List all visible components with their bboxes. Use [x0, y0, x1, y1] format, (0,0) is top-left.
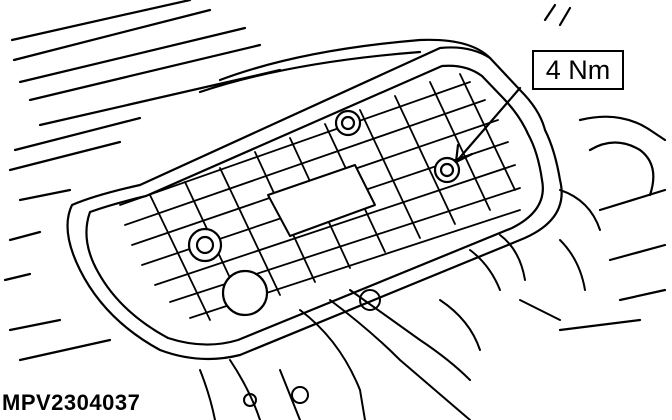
figure-reference-code: MPV2304037 — [2, 390, 143, 416]
oil-filler-cap — [221, 269, 269, 317]
cover-bolt-torqued — [433, 156, 461, 184]
cover-center-plate — [267, 164, 376, 237]
torque-value-label: 4 Nm — [545, 54, 611, 85]
engine-cover-outline — [66, 38, 563, 361]
engine-lower-details — [199, 189, 601, 420]
background-panel-lines — [3, 0, 667, 362]
cover-bolt — [334, 109, 362, 137]
torque-callout: 4 Nm — [532, 50, 624, 90]
callout-arrow — [454, 86, 522, 164]
cover-bolt — [187, 227, 223, 263]
